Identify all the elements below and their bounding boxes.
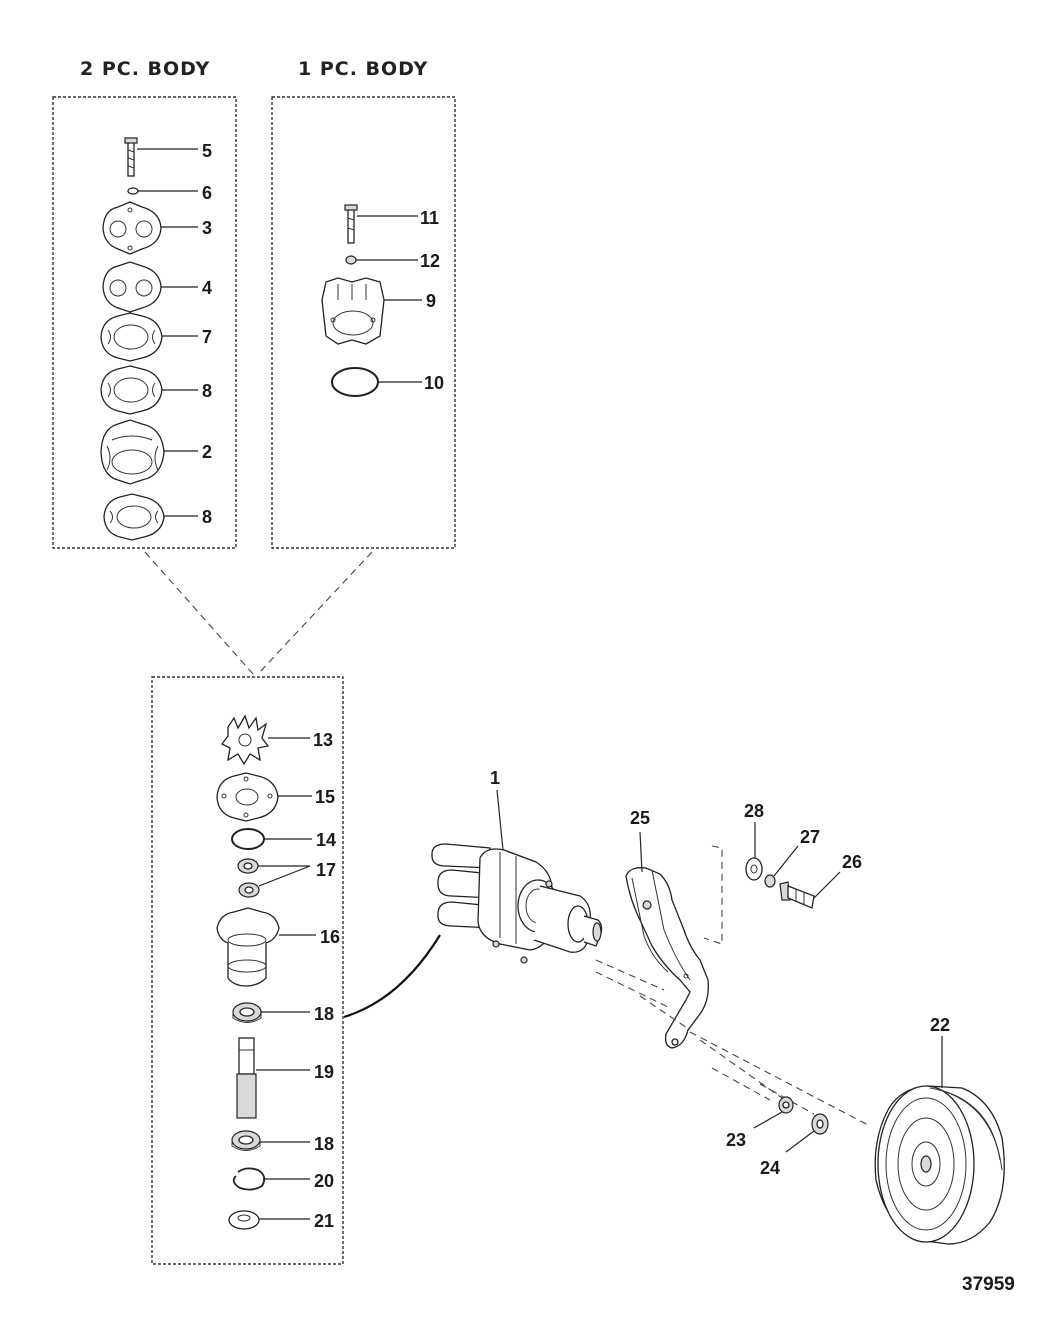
housing-part-16 bbox=[216, 907, 280, 987]
washer-part-21 bbox=[228, 1210, 260, 1230]
callout-7: 7 bbox=[202, 327, 212, 347]
callout-14: 14 bbox=[316, 830, 336, 850]
gasket-part-8-lower bbox=[103, 493, 165, 541]
callout-16: 16 bbox=[320, 927, 340, 947]
pump-body-part-2 bbox=[100, 419, 165, 485]
callout-15: 15 bbox=[315, 787, 335, 807]
impeller-part-13 bbox=[221, 714, 270, 766]
panel-1pc-body bbox=[271, 96, 456, 549]
seal-part-17 bbox=[237, 858, 260, 898]
screw-part-11 bbox=[344, 204, 358, 244]
o-ring-part-10 bbox=[331, 367, 379, 397]
pump-assembly-part-1 bbox=[431, 843, 603, 964]
wear-plate-part-7 bbox=[100, 312, 163, 362]
callout-18-lower: 18 bbox=[314, 1134, 334, 1154]
callout-18-upper: 18 bbox=[314, 1004, 334, 1024]
callout-11: 11 bbox=[420, 208, 439, 228]
bracket-part-25 bbox=[625, 867, 709, 1049]
callout-22: 22 bbox=[930, 1015, 950, 1035]
title-1pc-body: 1 PC. BODY bbox=[298, 58, 428, 80]
assembly-dash-bracket bbox=[703, 845, 723, 945]
callout-27: 27 bbox=[800, 827, 820, 847]
cover-plate-part-15 bbox=[216, 772, 279, 822]
bearing-part-18-lower bbox=[231, 1130, 261, 1151]
panel-2pc-body bbox=[52, 96, 237, 549]
o-ring-part-14 bbox=[231, 828, 265, 850]
callout-8-lower: 8 bbox=[202, 507, 212, 527]
link-curve bbox=[343, 934, 441, 1019]
pulley-part-22 bbox=[874, 1085, 1005, 1245]
nut-part-24 bbox=[811, 1113, 829, 1135]
callout-6: 6 bbox=[202, 183, 212, 203]
bolt-part-26 bbox=[779, 881, 815, 909]
callout-5: 5 bbox=[202, 141, 212, 161]
figure-number: 37959 bbox=[962, 1274, 1015, 1295]
callout-2: 2 bbox=[202, 442, 212, 462]
callout-8-upper: 8 bbox=[202, 381, 212, 401]
callout-24: 24 bbox=[760, 1158, 780, 1178]
callout-10: 10 bbox=[424, 373, 444, 393]
callout-19: 19 bbox=[314, 1062, 334, 1082]
screw-part-5 bbox=[124, 137, 138, 177]
callout-4: 4 bbox=[202, 278, 212, 298]
washer-part-6 bbox=[127, 187, 139, 195]
nut-part-23 bbox=[778, 1096, 794, 1114]
callout-25: 25 bbox=[630, 808, 650, 828]
panel-pump-components bbox=[151, 676, 344, 1265]
callout-9: 9 bbox=[426, 291, 436, 311]
lock-washer-part-27 bbox=[764, 874, 776, 888]
snap-ring-part-20 bbox=[232, 1167, 266, 1191]
connector-line-left bbox=[144, 551, 254, 675]
shaft-part-19 bbox=[236, 1037, 257, 1119]
connector-line-right bbox=[257, 551, 373, 675]
pump-body-part-9 bbox=[321, 277, 385, 345]
callout-20: 20 bbox=[314, 1171, 334, 1191]
bearing-part-18-upper bbox=[232, 1002, 262, 1023]
callout-21: 21 bbox=[314, 1211, 334, 1231]
washer-part-28 bbox=[745, 857, 763, 881]
gasket-part-8-upper bbox=[100, 365, 163, 415]
title-2pc-body: 2 PC. BODY bbox=[80, 58, 210, 80]
washer-part-12 bbox=[345, 255, 357, 265]
callout-3: 3 bbox=[202, 218, 212, 238]
callout-28: 28 bbox=[744, 801, 764, 821]
callout-26: 26 bbox=[842, 852, 862, 872]
callout-1: 1 bbox=[490, 768, 500, 788]
gasket-part-4 bbox=[102, 261, 162, 313]
callout-17: 17 bbox=[316, 860, 336, 880]
callout-12: 12 bbox=[420, 251, 440, 271]
cover-plate-part-3 bbox=[102, 201, 162, 255]
callout-23: 23 bbox=[726, 1130, 746, 1150]
callout-13: 13 bbox=[313, 730, 333, 750]
